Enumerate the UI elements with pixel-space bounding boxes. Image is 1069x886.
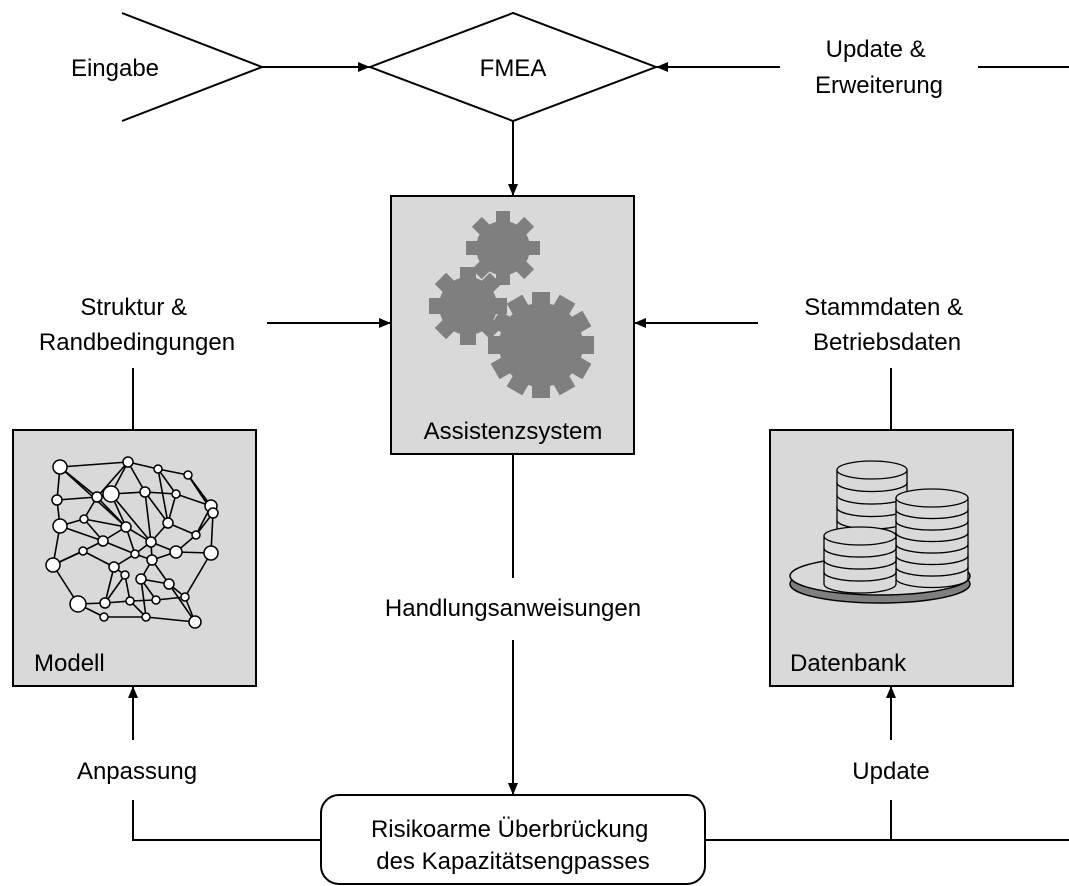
result-line-1: Risikoarme Überbrückung — [371, 816, 648, 843]
result-to-adaptation-line — [132, 800, 321, 841]
input-label: Eingabe — [71, 55, 159, 82]
master-data-label: Stammdaten & Betriebsdaten — [804, 294, 969, 356]
update-extension-line-2: Erweiterung — [815, 72, 943, 99]
coin-stack-database-icon — [789, 460, 971, 604]
result-label: Risikoarme Überbrückung des Kapazitätsen… — [371, 816, 655, 875]
structure-line-1: Struktur & — [80, 294, 187, 321]
adaptation-label: Anpassung — [77, 758, 197, 785]
master-data-line-2: Betriebsdaten — [813, 329, 961, 356]
update-label: Update — [852, 758, 929, 785]
update-extension-line-1: Update & — [826, 36, 926, 63]
result-line-2: des Kapazitätsengpasses — [376, 848, 650, 875]
instructions-label: Handlungsanweisungen — [385, 595, 641, 622]
assistant-label: Assistenzsystem — [424, 418, 603, 445]
fmea-label: FMEA — [480, 55, 547, 82]
model-label: Modell — [34, 650, 105, 677]
update-extension-label: Update & Erweiterung — [815, 36, 943, 99]
structure-line-2: Randbedingungen — [39, 329, 235, 356]
master-data-line-1: Stammdaten & — [804, 294, 963, 321]
network-graph-icon — [45, 456, 219, 629]
gears-icon — [429, 211, 594, 398]
database-label: Datenbank — [790, 650, 907, 677]
structure-label: Struktur & Randbedingungen — [39, 294, 235, 356]
